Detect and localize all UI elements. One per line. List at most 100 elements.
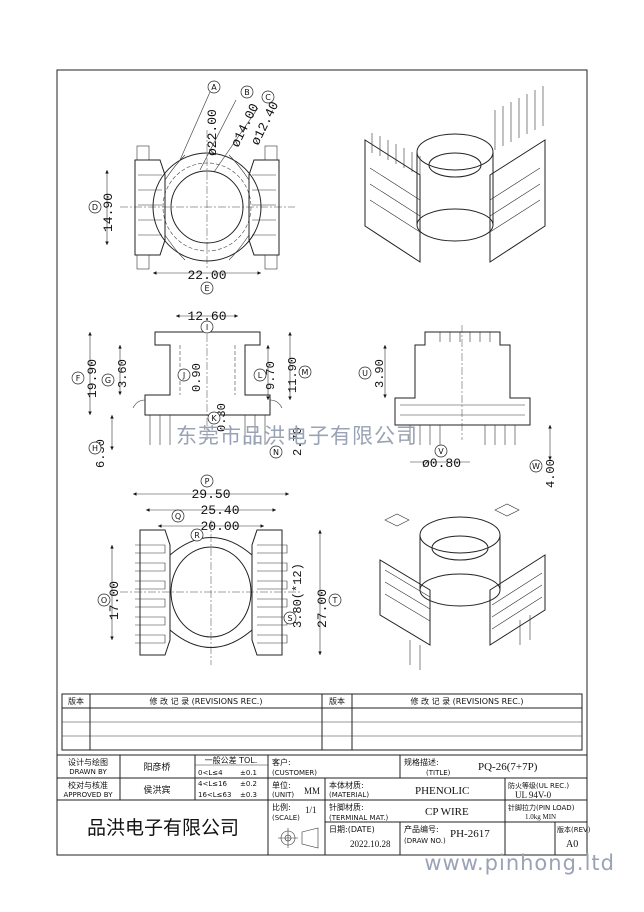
dim-080: ø0.80	[422, 456, 461, 471]
title-label-en: (TITLE)	[426, 769, 451, 777]
balloon-c: C	[265, 93, 271, 102]
dim-270: 2.70	[291, 427, 305, 456]
balloon-f: F	[76, 374, 81, 383]
approved-label-en: APPROVED BY	[63, 791, 113, 799]
company-name: 品洪电子有限公司	[87, 817, 239, 839]
title-block: 设计与绘图 DRAWN BY 阳彦桥 校对与核准 APPROVED BY 侯洪宾…	[56, 754, 591, 856]
date-value: 2022.10.28	[350, 839, 391, 849]
rev-col-version-1: 版本	[68, 696, 84, 706]
pinload-label: 针脚拉力(PIN LOAD)	[508, 803, 575, 812]
unit-value: MM	[304, 786, 320, 796]
dim-2950: 29.50	[191, 487, 230, 502]
ul-value: UL 94V-0	[515, 790, 552, 800]
balloon-b: B	[244, 88, 250, 97]
material-label: 本体材质:	[329, 780, 364, 790]
dim-400: 4.00	[544, 459, 558, 488]
dim-1700: 17.00	[107, 581, 122, 620]
rev-col-records-2: 修 改 记 录 (REVISIONS REC.)	[411, 696, 524, 706]
tol-header: 一般公差 TOL.	[205, 755, 258, 765]
website-watermark: www.pinhong.ltd	[424, 851, 615, 875]
ul-label: 防火等级(UL REC.)	[508, 781, 569, 790]
iso-view-top	[364, 86, 546, 263]
drawno-value: PH-2617	[450, 828, 490, 840]
balloon-d: D	[92, 203, 98, 212]
drawno-label-en: (DRAW NO.)	[404, 837, 446, 845]
balloon-e: E	[204, 284, 209, 293]
tol-range-0: 0<L≤4	[198, 769, 223, 777]
customer-label-en: (CUSTOMER)	[272, 769, 317, 777]
material-label-en: (MATERIAL)	[329, 791, 369, 799]
balloon-l: L	[258, 371, 263, 380]
dim-360: 3.60	[116, 359, 130, 388]
title-label: 规格描述:	[404, 757, 439, 767]
balloon-a: A	[211, 83, 217, 92]
bottom-view: 29.50 P 25.40 Q 20.00 R 17.00 O 3.80(*12…	[97, 474, 342, 665]
scale-label: 比例:	[272, 802, 291, 812]
dim-2000: 20.00	[200, 519, 239, 534]
drawn-label-en: DRAWN BY	[69, 768, 107, 776]
balloon-w: W	[532, 462, 540, 471]
balloon-i: I	[206, 323, 208, 332]
balloon-g: G	[105, 376, 111, 385]
drawno-label: 产品编号:	[404, 824, 439, 834]
dim-2200: 22.00	[187, 268, 226, 283]
watermark: 东莞市品洪电子有限公司	[176, 424, 418, 448]
terminal-label: 针脚材质:	[329, 802, 364, 812]
rev-label: 版本(REV)	[557, 825, 591, 834]
top-view: ø22.00 ø14.00 ø12.40 A B C 14.90 D 22.00…	[88, 80, 295, 295]
tol-range-2: 16<L≤63	[198, 791, 231, 799]
balloon-t: T	[332, 596, 338, 605]
drawn-label-cn: 设计与绘图	[68, 757, 108, 767]
balloon-o: O	[101, 596, 107, 605]
balloon-r: R	[194, 531, 200, 540]
rev-col-records-1: 修 改 记 录 (REVISIONS REC.)	[150, 696, 263, 706]
date-label: 日期:(DATE)	[329, 825, 375, 834]
dim-1990: 19.90	[85, 359, 100, 398]
side-view: 3.90 U ø0.80 V 4.00 W	[358, 325, 558, 488]
pinload-value: 1.0kg MIN	[525, 813, 556, 821]
tol-val-2: ±0.3	[240, 791, 257, 799]
dim-970: 9.70	[264, 361, 278, 390]
terminal-value: CP WIRE	[425, 806, 469, 818]
approved-by: 侯洪宾	[143, 784, 170, 796]
dim-380: 3.80(*12)	[291, 563, 305, 628]
unit-label-en: (UNIT)	[272, 791, 294, 799]
iso-view-bottom	[379, 503, 546, 670]
terminal-label-en: (TERMINAL MAT.)	[329, 814, 389, 822]
material-value: PHENOLIC	[415, 785, 469, 797]
dim-1190: 11.90	[286, 357, 300, 393]
scale-label-en: (SCALE)	[272, 814, 300, 822]
rev-col-version-2: 版本	[329, 696, 345, 706]
balloon-m: M	[302, 368, 309, 377]
balloon-v: V	[438, 447, 444, 456]
dim-390: 3.90	[373, 359, 387, 388]
tol-range-1: 4<L≤16	[198, 780, 228, 788]
rev-value: A0	[566, 839, 578, 850]
scale-value: 1/1	[305, 805, 317, 815]
projection-symbol-icon	[278, 827, 319, 849]
balloon-n: N	[273, 448, 279, 457]
customer-label: 客户:	[272, 757, 291, 767]
dim-030: 0.30	[215, 403, 229, 432]
title-value: PQ-26(7+7P)	[478, 761, 538, 773]
balloon-u: U	[362, 369, 368, 378]
balloon-j: J	[182, 371, 185, 380]
tol-val-0: ±0.1	[240, 769, 257, 777]
approved-label-cn: 校对与核准	[68, 780, 108, 790]
dim-d22: ø22.00	[205, 109, 220, 156]
dim-2540: 25.40	[200, 503, 239, 518]
balloon-s: S	[287, 614, 292, 623]
balloon-p: P	[205, 477, 210, 486]
balloon-k: K	[211, 414, 217, 423]
drawn-by: 阳彦桥	[143, 761, 170, 773]
dim-1260: 12.60	[187, 309, 226, 324]
dim-090: 0.90	[190, 363, 204, 392]
dim-2700: 27.00	[315, 589, 330, 628]
front-view: 12.60 I 19.90 F 3.60 G 0.90 J 0.30 K 9.7…	[71, 309, 312, 468]
revisions-table: 版本 修 改 记 录 (REVISIONS REC.) 版本 修 改 记 录 (…	[61, 693, 583, 751]
balloon-q: Q	[175, 512, 181, 521]
balloon-h: H	[92, 444, 98, 453]
unit-label: 单位:	[272, 780, 291, 790]
dim-1490: 14.90	[101, 193, 116, 232]
